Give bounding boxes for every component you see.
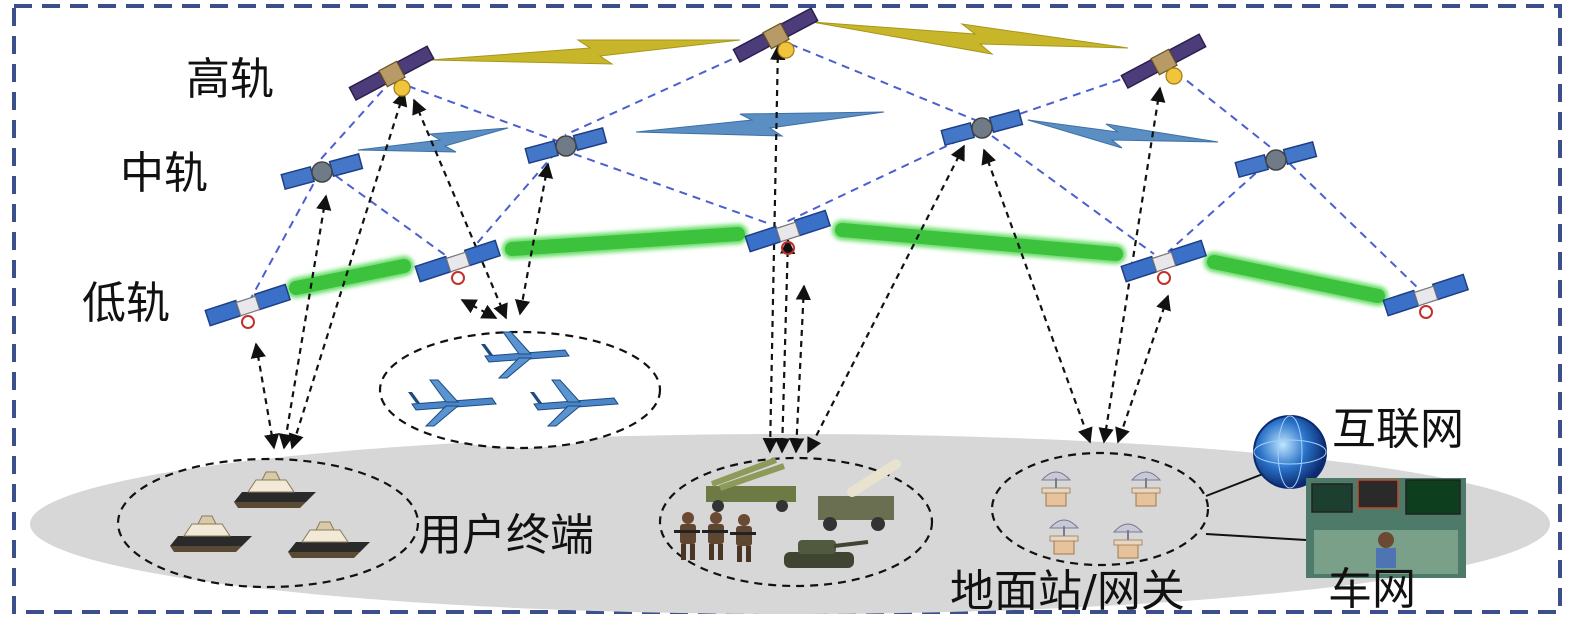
link-to-vehicle-network: [1205, 533, 1307, 541]
ship-cluster-ellipse: [116, 457, 420, 589]
orbit-label-high: 高轨: [186, 54, 274, 105]
ground-plane: [30, 434, 1550, 614]
ground-station-label: 地面站/网关: [950, 566, 1185, 617]
military-cluster-ellipse: [658, 456, 934, 588]
user-terminal-label: 用户终端: [418, 510, 594, 561]
military-units: [674, 457, 901, 568]
vehicle-network-label: 车网: [1328, 564, 1416, 615]
globe-icon: [1253, 415, 1327, 489]
medium-orbit-links: [357, 111, 1219, 153]
missile-truck-icon: [818, 459, 901, 531]
tank-icon: [784, 540, 869, 568]
drone-cluster-ellipse: [378, 330, 662, 450]
missile-launcher-icon: [706, 457, 796, 512]
high-orbit-links: [429, 21, 1129, 65]
link-to-internet: [1205, 471, 1269, 497]
ground-station-ellipse: [990, 451, 1210, 567]
control-room-icon: [1306, 478, 1466, 578]
orbit-label-low: 低轨: [82, 278, 170, 329]
internet-label: 互联网: [1332, 404, 1464, 455]
high-orbit-satellites: [348, 7, 1207, 101]
orbit-label-medium: 中轨: [120, 148, 208, 199]
user-links: [250, 44, 1171, 454]
